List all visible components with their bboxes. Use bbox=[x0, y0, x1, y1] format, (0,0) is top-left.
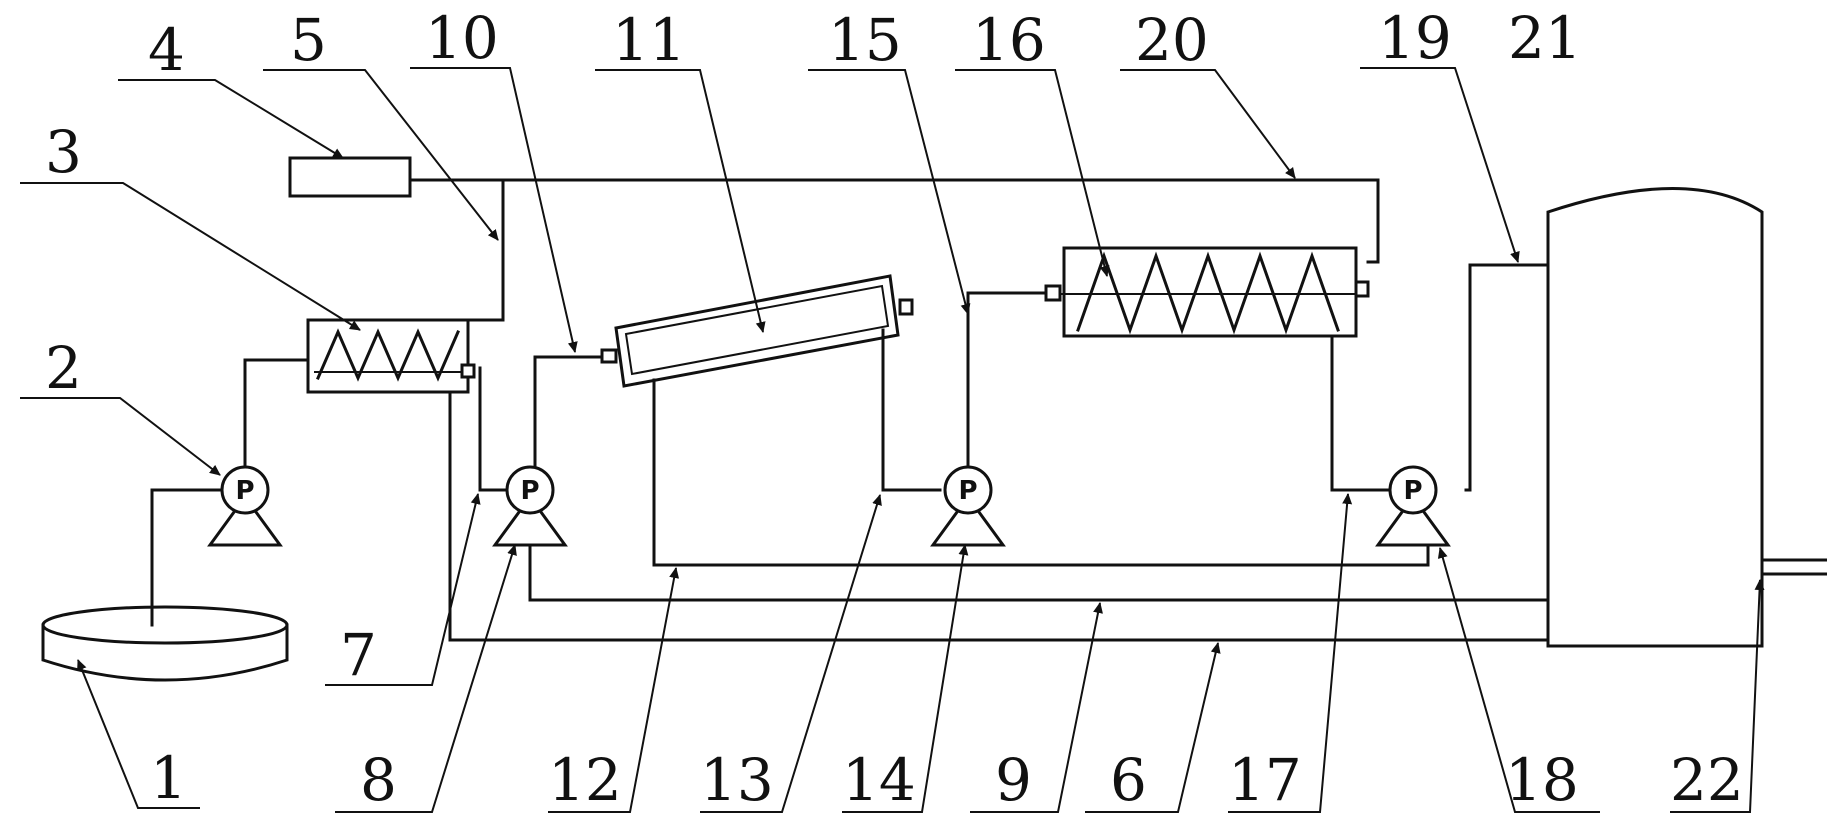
label-4: 4 bbox=[148, 16, 185, 84]
screw-conveyor-3 bbox=[306, 318, 476, 394]
label-21: 21 bbox=[1508, 4, 1582, 72]
pump-8-letter: P bbox=[520, 476, 539, 506]
leader-lines bbox=[20, 67, 1765, 813]
label-15: 15 bbox=[828, 6, 902, 74]
label-6: 6 bbox=[1110, 746, 1147, 814]
vessel-21 bbox=[1546, 187, 1764, 648]
label-9: 9 bbox=[995, 746, 1032, 814]
pump-14-letter: P bbox=[958, 476, 977, 506]
label-5: 5 bbox=[290, 6, 327, 74]
label-18: 18 bbox=[1505, 746, 1579, 814]
label-16: 16 bbox=[972, 6, 1046, 74]
screw-conveyor-16 bbox=[1032, 246, 1370, 338]
pump-18: P bbox=[1375, 465, 1451, 547]
label-12: 12 bbox=[548, 746, 622, 814]
label-11: 11 bbox=[612, 6, 686, 74]
unit-4-box bbox=[288, 156, 412, 198]
label-20: 20 bbox=[1135, 6, 1209, 74]
label-19: 19 bbox=[1378, 4, 1452, 72]
pump-18-letter: P bbox=[1403, 476, 1422, 506]
number-labels: 4 5 3 10 11 15 16 20 19 21 2 7 1 8 12 13… bbox=[45, 4, 1744, 814]
label-1: 1 bbox=[150, 744, 187, 812]
label-3: 3 bbox=[45, 118, 82, 186]
pump-2: P bbox=[207, 465, 283, 547]
pump-14: P bbox=[930, 465, 1006, 547]
tank-1 bbox=[41, 605, 289, 682]
label-10: 10 bbox=[425, 4, 499, 72]
reactor-11 bbox=[588, 274, 914, 388]
pump-8: P bbox=[492, 465, 568, 547]
label-7: 7 bbox=[340, 621, 377, 689]
label-17: 17 bbox=[1228, 746, 1302, 814]
label-22: 22 bbox=[1670, 746, 1744, 814]
label-8: 8 bbox=[360, 746, 397, 814]
label-2: 2 bbox=[45, 334, 82, 402]
piping bbox=[150, 178, 1827, 642]
pump-2-letter: P bbox=[235, 476, 254, 506]
label-13: 13 bbox=[700, 746, 774, 814]
label-14: 14 bbox=[842, 746, 916, 814]
